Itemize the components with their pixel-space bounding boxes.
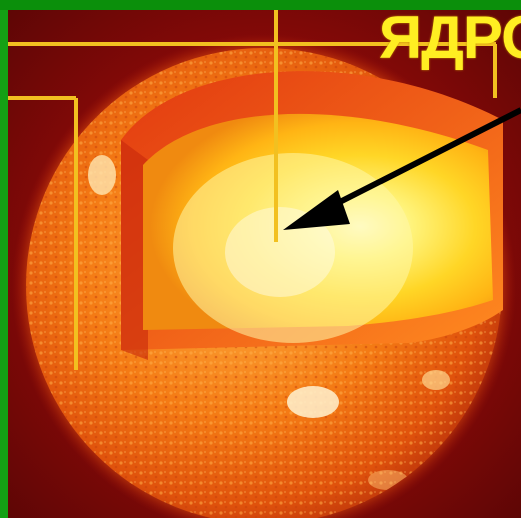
core-hot-spot xyxy=(225,207,335,297)
frame-top-strip xyxy=(0,0,521,10)
sun-active-regions xyxy=(88,155,450,490)
sun-cross-section-figure xyxy=(8,10,521,518)
cutaway-left-edge xyxy=(121,140,148,360)
arrow-to-core xyxy=(283,107,521,230)
sun-diagram-panel: ЯДРО xyxy=(8,10,521,518)
core-label: ЯДРО xyxy=(379,10,521,71)
